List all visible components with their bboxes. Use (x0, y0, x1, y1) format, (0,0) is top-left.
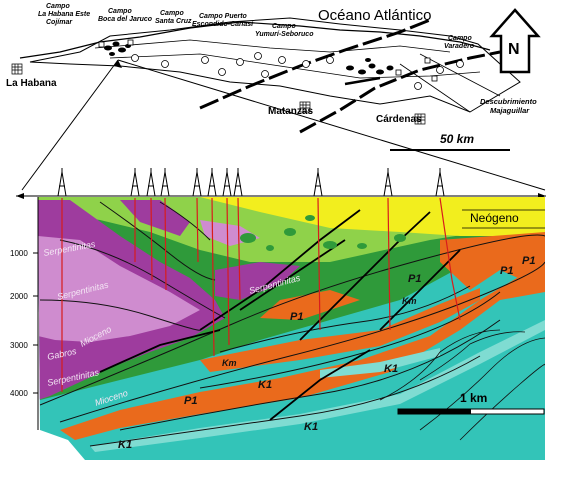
well-derricks (57, 168, 461, 392)
map-scale-bar: 50 km (390, 132, 510, 151)
neogeno-label: Neógeno (470, 211, 519, 225)
depth-ticks: 1000 2000 3000 4000 (10, 249, 38, 398)
p1-label: P1 (290, 311, 303, 323)
thrust-faults (99, 209, 461, 421)
k1-label: K1 (304, 421, 318, 433)
city-label-cardenas: Cárdenas (376, 114, 422, 125)
city-icon (11, 63, 426, 125)
facility-markers (98, 39, 438, 82)
svg-text:1 km: 1 km (460, 391, 487, 405)
coastline (19, 21, 491, 59)
well-traces (61, 197, 461, 392)
ocean-label: Océano Atlántico (318, 7, 431, 24)
fault-line (299, 50, 501, 134)
study-area-outline (29, 17, 521, 113)
p1-label: P1 (522, 255, 535, 267)
svg-text:50 km: 50 km (440, 132, 474, 146)
well-markers (131, 52, 464, 90)
depth-tick-label: 3000 (10, 341, 28, 350)
p1-label: P1 (500, 265, 513, 277)
p1-unit (440, 232, 545, 290)
depth-tick-label: 2000 (10, 292, 28, 301)
svg-text:N: N (508, 41, 520, 58)
fault-line (344, 76, 381, 86)
section-scale-bar: 1 km (397, 391, 545, 415)
neogeno-unit (200, 197, 545, 236)
depth-tick-label: 4000 (10, 389, 28, 398)
p1-label: P1 (184, 395, 197, 407)
city-label-habana: La Habana (6, 78, 57, 89)
oil-field-markers (104, 41, 394, 75)
geologic-cross-section: 1000 2000 3000 4000 (10, 168, 546, 460)
city-label-matanzas: Matanzas (268, 106, 313, 117)
k1-label: K1 (118, 439, 132, 451)
depth-tick-label: 1000 (10, 249, 28, 258)
derrick-icon (57, 168, 445, 197)
p1-label: P1 (408, 273, 421, 285)
trend-line (109, 53, 481, 79)
trend-line (94, 39, 451, 53)
zoom-guide-lines (21, 59, 546, 191)
fault-line (199, 18, 431, 110)
km-label: Km (402, 296, 417, 306)
k1-label: K1 (258, 379, 272, 391)
k1-label: K1 (384, 363, 398, 375)
north-arrow-icon: N (489, 8, 541, 74)
green-spots (240, 215, 406, 251)
km-label: Km (222, 358, 237, 368)
